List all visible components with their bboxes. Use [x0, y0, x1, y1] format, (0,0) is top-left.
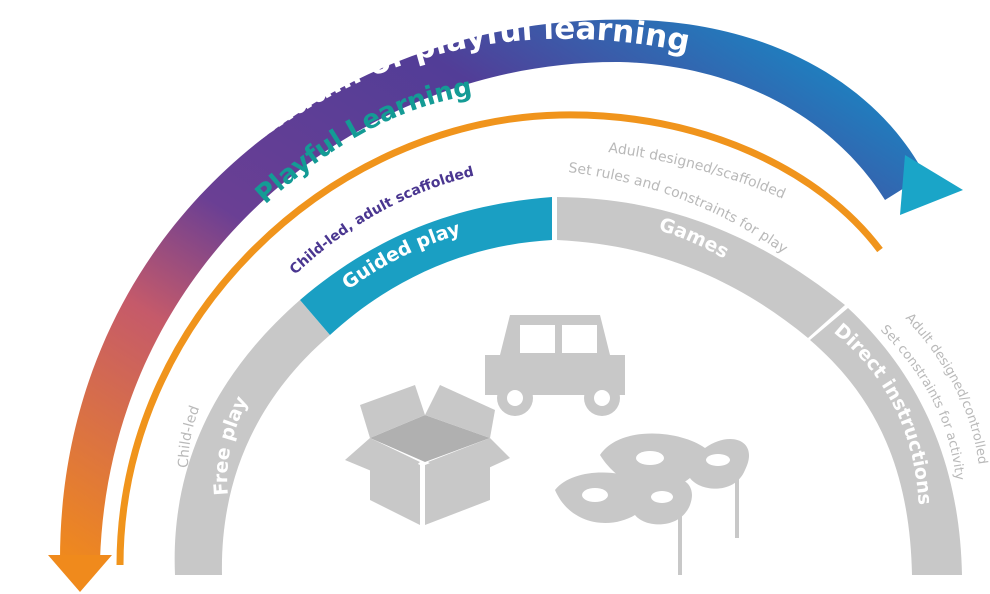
segment-guided-play [300, 197, 552, 335]
segment-games [557, 197, 845, 338]
segment-free-play [174, 300, 330, 575]
cardboard-box-icon [345, 385, 510, 525]
desc-games-line-1: Adult designed/scaffolded [607, 140, 787, 202]
masquerade-mask-icon [555, 433, 750, 575]
continuum-arrowhead-right [900, 155, 963, 215]
toy-jeep-icon [485, 315, 625, 416]
orange-arc [116, 111, 883, 566]
segments [174, 197, 962, 575]
continuum-arrowhead-left [48, 555, 112, 592]
segment-direct-instructions [810, 308, 962, 575]
continuum-band [60, 19, 925, 560]
